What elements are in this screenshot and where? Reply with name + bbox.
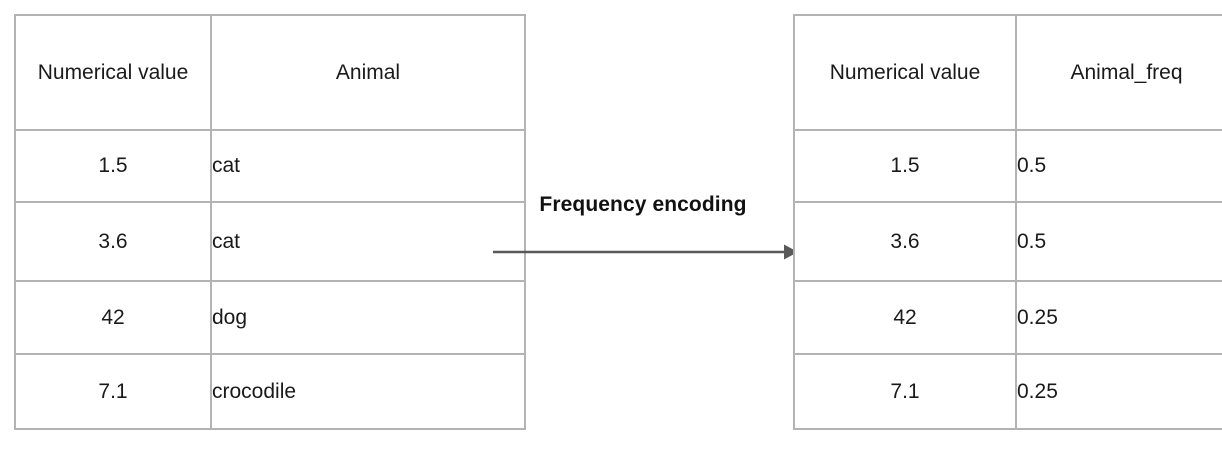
table-header-row: Numerical value Animal <box>14 14 526 131</box>
table-header-row: Numerical value Animal_freq <box>793 14 1222 131</box>
encoded-data-table: Numerical value Animal_freq 1.5 0.5 3.6 … <box>793 14 1222 430</box>
cell-numerical-value: 7.1 <box>793 353 1017 430</box>
cell-numerical-value: 1.5 <box>14 129 212 203</box>
column-header-numerical-value: Numerical value <box>793 14 1017 131</box>
column-header-animal: Animal <box>210 14 526 131</box>
arrow-label: Frequency encoding <box>539 193 747 216</box>
table-row: 3.6 cat <box>14 201 526 282</box>
column-header-numerical-value: Numerical value <box>14 14 212 131</box>
cell-numerical-value: 7.1 <box>14 353 212 430</box>
table-row: 42 0.25 <box>793 280 1222 355</box>
cell-animal-freq: 0.5 <box>1015 129 1222 203</box>
cell-animal: cat <box>210 201 526 282</box>
cell-animal: cat <box>210 129 526 203</box>
table-row: 1.5 0.5 <box>793 129 1222 203</box>
cell-numerical-value: 42 <box>14 280 212 355</box>
cell-numerical-value: 1.5 <box>793 129 1017 203</box>
cell-numerical-value: 3.6 <box>793 201 1017 282</box>
table-row: 7.1 crocodile <box>14 353 526 430</box>
encoded-table-header: Numerical value Animal_freq <box>793 14 1222 131</box>
cell-numerical-value: 42 <box>793 280 1017 355</box>
cell-numerical-value: 3.6 <box>14 201 212 282</box>
table-row: 1.5 cat <box>14 129 526 203</box>
cell-animal: dog <box>210 280 526 355</box>
cell-animal-freq: 0.25 <box>1015 280 1222 355</box>
original-table-body: 1.5 cat 3.6 cat 42 dog 7.1 crocodile <box>14 129 526 430</box>
cell-animal-freq: 0.25 <box>1015 353 1222 430</box>
column-header-animal-freq: Animal_freq <box>1015 14 1222 131</box>
original-table-header: Numerical value Animal <box>14 14 526 131</box>
cell-animal: crocodile <box>210 353 526 430</box>
transformation-arrow-icon <box>493 244 798 260</box>
encoded-table-body: 1.5 0.5 3.6 0.5 42 0.25 7.1 0.25 <box>793 129 1222 430</box>
table-row: 7.1 0.25 <box>793 353 1222 430</box>
table-row: 3.6 0.5 <box>793 201 1222 282</box>
table-row: 42 dog <box>14 280 526 355</box>
cell-animal-freq: 0.5 <box>1015 201 1222 282</box>
original-data-table: Numerical value Animal 1.5 cat 3.6 cat 4… <box>14 14 526 430</box>
